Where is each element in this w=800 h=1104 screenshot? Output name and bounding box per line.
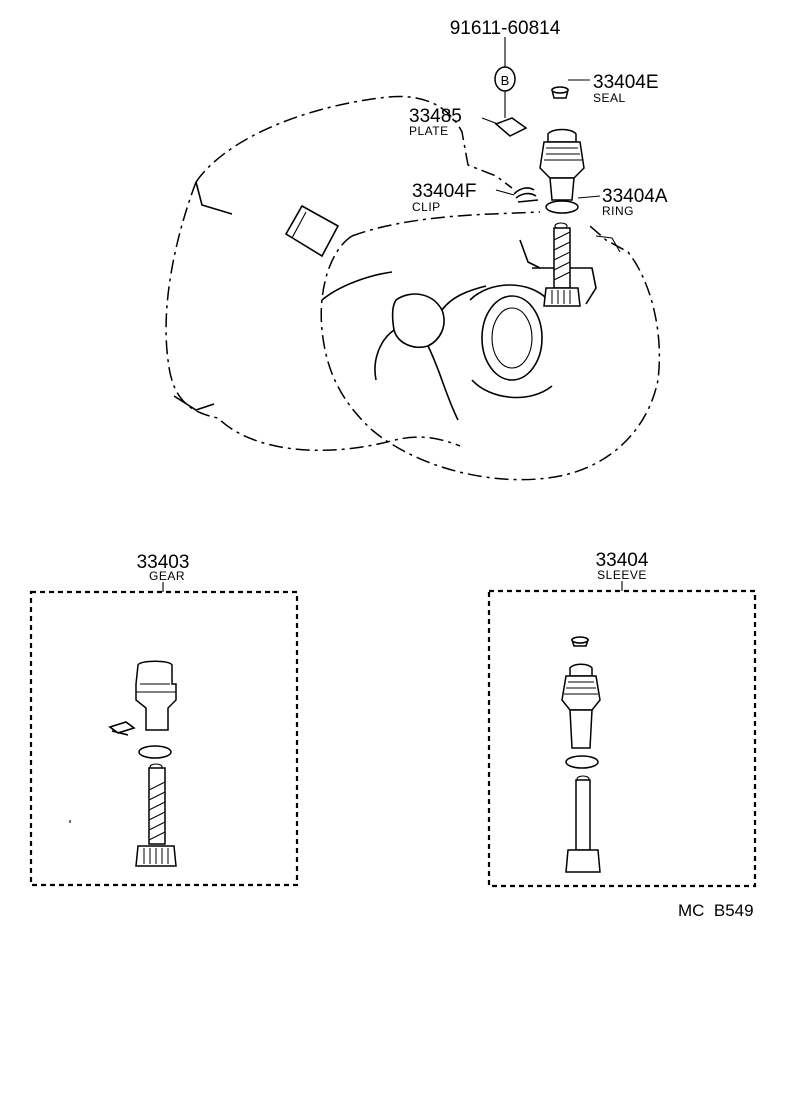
ring-part-name: RING bbox=[602, 204, 634, 218]
sleeve-assembly-installed bbox=[539, 128, 585, 201]
bolt-marker: B bbox=[494, 66, 516, 92]
gear-kit-part-number: 33403 bbox=[137, 552, 190, 573]
sleeve-kit-part-name: SLEEVE bbox=[597, 568, 647, 582]
ring-part-number: 33404A bbox=[602, 186, 668, 207]
clip-part-number: 33404F bbox=[412, 181, 476, 202]
transaxle-housing-illustration bbox=[165, 95, 661, 481]
clip-part-name: CLIP bbox=[412, 200, 441, 214]
bolt-marker-letter: B bbox=[501, 73, 510, 88]
diagram-code: MC B549 bbox=[678, 901, 754, 920]
seal-part bbox=[551, 86, 569, 99]
clip-part bbox=[513, 187, 539, 203]
sleeve-kit-part-number: 33404 bbox=[596, 550, 649, 571]
seal-part-number: 33404E bbox=[593, 72, 659, 93]
bolt-part-number: 91611-60814 bbox=[450, 18, 561, 39]
leader-lines bbox=[481, 37, 601, 199]
sleeve-kit-box bbox=[487, 589, 757, 888]
seal-part-name: SEAL bbox=[593, 91, 626, 105]
gear-kit-part-name: GEAR bbox=[149, 569, 185, 583]
gear-kit-group: 33403 GEAR bbox=[29, 552, 299, 887]
driven-gear-installed bbox=[543, 222, 581, 307]
ring-part bbox=[545, 200, 579, 214]
plate-part-number: 33485 bbox=[409, 106, 462, 127]
plate-part bbox=[494, 117, 528, 137]
sleeve-kit-group: 33404 SLEEVE bbox=[487, 550, 757, 888]
plate-part-name: PLATE bbox=[409, 124, 449, 138]
